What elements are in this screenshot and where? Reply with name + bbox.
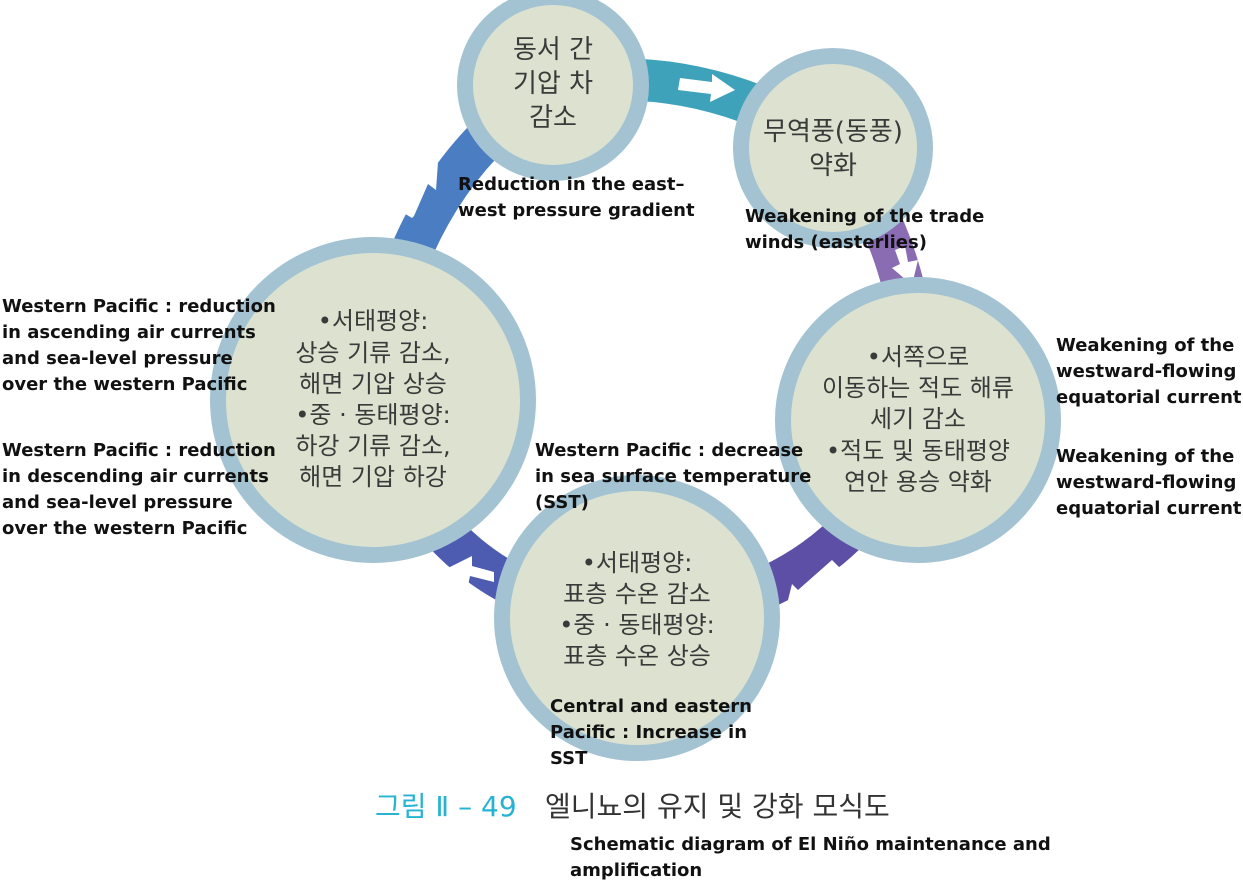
node-text: •서태평양:: [581, 548, 693, 577]
node-text: 해면 기압 하강: [299, 463, 447, 492]
node-right: •서쪽으로 이동하는 적도 해류 세기 감소 •적도 및 동태평양 연안 용승 …: [783, 290, 1053, 550]
arrow-right-icon: [678, 74, 735, 102]
node-text: 표층 수온 감소: [563, 579, 711, 608]
node-text: 무역풍(동풍): [763, 117, 903, 148]
arrow-up-icon: [402, 162, 438, 218]
node-bottom: •서태평양: 표층 수온 감소 •중 · 동태평양: 표층 수온 상승: [502, 520, 772, 700]
label-bottom-en-2: Central and eastern Pacific : Increase i…: [550, 696, 752, 769]
label-right-en-1: Weakening of the westward-flowing equato…: [1056, 335, 1242, 408]
node-text: 이동하는 적도 해류: [822, 374, 1014, 403]
node-text: 동서 간: [512, 35, 594, 66]
node-text: 해면 기압 상승: [299, 369, 447, 398]
circle-top: [457, 0, 649, 181]
node-top: 동서 간 기압 차 감소: [465, 0, 641, 170]
node-text: •서쪽으로: [866, 343, 970, 372]
node-text: •서태평양:: [317, 307, 429, 336]
node-text: 약화: [809, 151, 857, 181]
label-bottom-en-1: Western Pacific : decrease in sea surfac…: [535, 440, 812, 513]
node-text: 감소: [529, 102, 577, 133]
node-text: 세기 감소: [870, 405, 966, 434]
circle-left: [210, 237, 536, 563]
node-text: 기압 차: [512, 69, 594, 100]
label-left-en-1: Western Pacific : reduction in ascending…: [2, 296, 276, 395]
label-top-en: Reduction in the east–west pressure grad…: [458, 174, 695, 221]
node-text: 하강 기류 감소,: [295, 432, 451, 461]
figure-number: 그림 Ⅱ – 49: [375, 790, 517, 823]
label-right-en-2: Weakening of the westward-flowing equato…: [1056, 446, 1242, 519]
node-top-right: 무역풍(동풍) 약화: [741, 60, 925, 240]
label-top-right-en: Weakening of the trade winds (easterlies…: [745, 206, 985, 253]
figure-title-en: Schematic diagram of El Niño maintenance…: [570, 834, 1051, 881]
arrow-down-icon: [892, 246, 918, 285]
label-left-en-2: Western Pacific : reduction in descendin…: [2, 440, 276, 539]
circle-right: [775, 277, 1061, 563]
arrow-down-left-icon: [786, 560, 840, 608]
node-text: 연안 용승 약화: [844, 467, 992, 496]
node-text: 표층 수온 상승: [563, 642, 711, 671]
node-text: •중 · 동태평양:: [559, 611, 715, 639]
node-left: •서태평양: 상승 기류 감소, 해면 기압 상승 •중 · 동태평양: 하강 …: [220, 250, 526, 550]
node-text: •중 · 동태평양:: [295, 401, 451, 429]
node-text: 상승 기류 감소,: [295, 338, 451, 367]
figure-title-ko: 엘니뇨의 유지 및 강화 모식도: [545, 790, 890, 823]
node-text: •적도 및 동태평양: [826, 436, 1010, 465]
arrow-left-icon: [448, 556, 494, 586]
circle-bottom: [494, 475, 780, 761]
circle-top-right: [733, 48, 933, 248]
